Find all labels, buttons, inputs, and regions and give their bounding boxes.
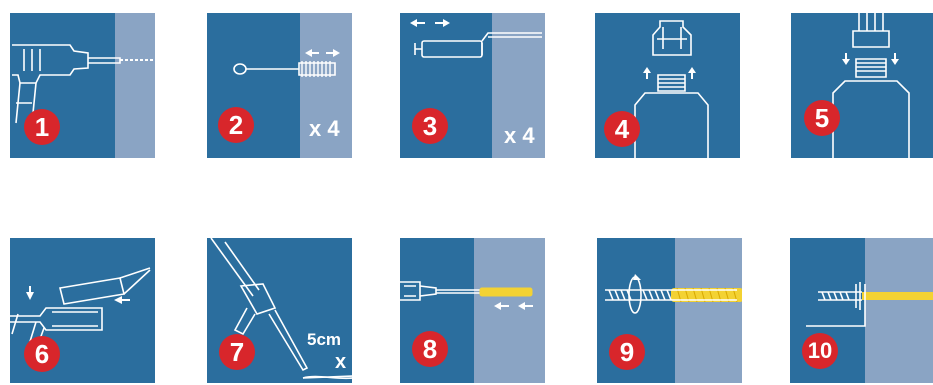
step-2-panel: x 4 2 [207,13,352,158]
discard-first-resin-icon [210,238,352,380]
step-number-badge: 8 [412,331,448,367]
step-1-panel: 1 [10,13,155,158]
step-5-panel: 5 [791,13,933,158]
wall [865,238,933,383]
step-number-badge: 10 [802,333,838,369]
repeat-count: x 4 [309,116,340,141]
step-number-badge: 2 [218,107,254,143]
step-number-badge: 1 [24,109,60,145]
discard-mark: x [335,351,347,373]
step-number-badge: 7 [219,334,255,370]
cartridge-cap-icon [634,20,709,158]
length-label: 5cm [307,330,342,349]
wall [300,13,352,158]
step-8-panel: 8 [400,238,545,383]
step-9-panel: 9 [597,238,742,383]
step-number-badge: 4 [604,111,640,147]
step-number-badge: 5 [804,100,840,136]
blow-pump-icon [410,19,542,58]
inject-resin-icon [400,281,533,310]
mixer-nozzle-icon [832,13,910,158]
wall [115,13,155,158]
step-number-badge: 9 [609,334,645,370]
step-number-badge: 3 [412,108,448,144]
insert-rod-icon [605,274,742,314]
fixed-anchor-icon [806,282,933,327]
step-3-panel: x 4 3 [400,13,545,158]
cleaning-brush-icon [233,49,340,77]
drill-icon [12,44,155,124]
wall [474,238,545,383]
step-number-badge: 6 [24,336,60,372]
step-6-panel: 6 [10,238,155,383]
repeat-count: x 4 [504,123,535,148]
step-4-panel: 4 [595,13,740,158]
step-10-panel: 10 [790,238,933,383]
wall [675,238,742,383]
step-7-panel: 5cm x 7 [207,238,352,383]
